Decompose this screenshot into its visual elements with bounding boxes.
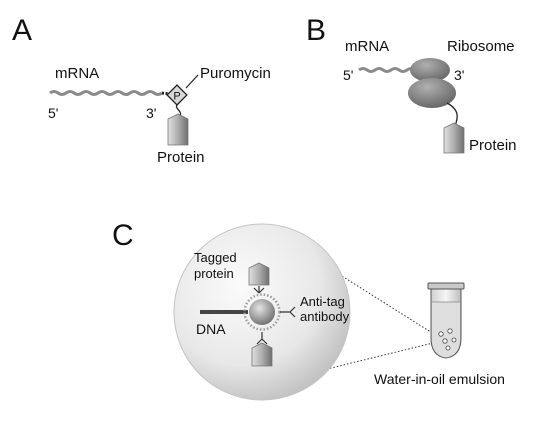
anti-tag-label-line2: antibody	[300, 309, 350, 324]
panel-a-three-prime: 3'	[146, 105, 156, 121]
panel-a-protein-label: Protein	[157, 149, 205, 166]
tagged-protein-label-line1: Tagged	[194, 250, 237, 265]
panel-a-mrna-strand	[49, 90, 163, 96]
panel-b-nascent-chain	[446, 102, 458, 127]
bead-icon	[249, 299, 275, 325]
panel-b: B mRNA Ribosome 5' 3' Protein	[306, 14, 517, 154]
panel-c: C Tagged protein DNA Anti-tag antibody	[112, 219, 505, 401]
puromycin-pointer	[185, 74, 199, 89]
antibody-bottom-icon	[256, 332, 268, 345]
ribosome-large-subunit-icon	[408, 78, 456, 108]
tagged-protein-bottom-icon	[251, 342, 273, 367]
emulsion-label: Water-in-oil emulsion	[374, 371, 505, 387]
puromycin-diamond-icon	[166, 84, 188, 106]
ribosome-label: Ribosome	[447, 38, 515, 55]
tagged-protein-top-icon	[248, 262, 270, 286]
tagged-protein-label-line2: protein	[194, 266, 234, 281]
panel-c-letter: C	[112, 219, 134, 252]
dna-strand-icon	[200, 310, 248, 314]
antibody-coat	[243, 293, 281, 331]
anti-tag-label-line1: Anti-tag	[300, 294, 345, 309]
emulsion-tube-icon	[427, 282, 465, 359]
panel-b-mrna-label: mRNA	[345, 38, 389, 55]
panel-a-protein-icon	[167, 113, 189, 146]
panel-a-letter: A	[12, 14, 32, 47]
antibody-top-icon	[253, 286, 265, 294]
panel-b-protein-icon	[443, 122, 465, 154]
puromycin-symbol: P	[173, 91, 180, 103]
panel-b-three-prime: 3'	[454, 67, 464, 83]
panel-a-five-prime: 5'	[48, 105, 58, 121]
panel-b-five-prime: 5'	[343, 67, 353, 83]
puromycin-label: Puromycin	[200, 65, 271, 82]
dna-label: DNA	[196, 321, 226, 337]
panel-a: A mRNA 5' 3' P Puromycin Protein	[12, 14, 271, 166]
panel-b-letter: B	[306, 14, 326, 47]
panel-a-mrna-label: mRNA	[55, 65, 99, 82]
zoom-line-top	[279, 236, 438, 337]
panel-b-protein-label: Protein	[469, 137, 517, 154]
antibody-right-icon	[280, 306, 296, 318]
ribosome-small-subunit-icon	[410, 58, 450, 82]
